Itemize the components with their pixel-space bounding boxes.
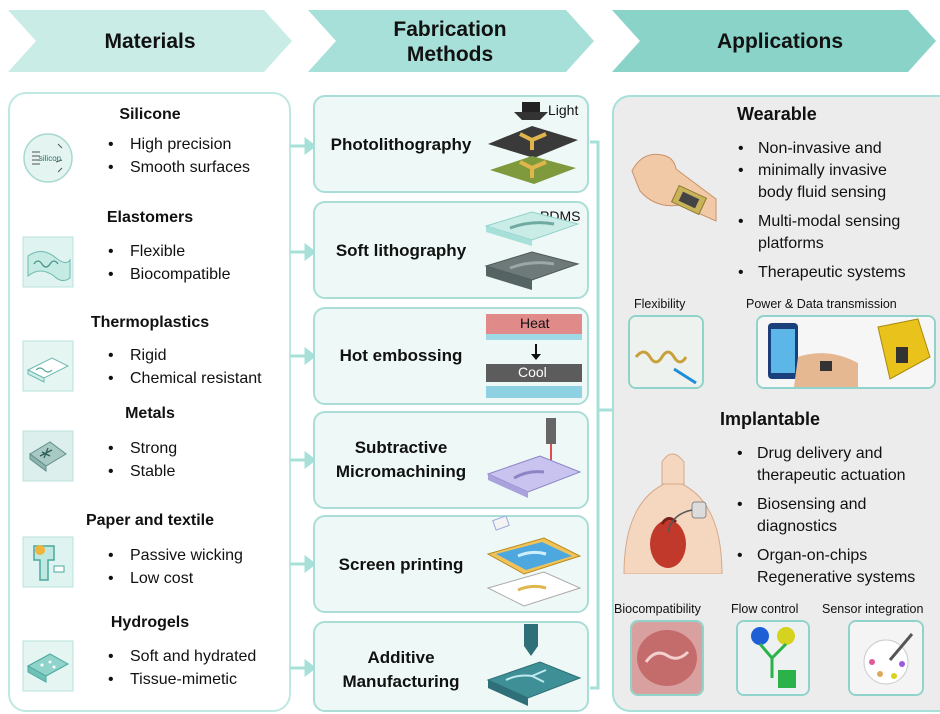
micromachining-illustration <box>486 418 582 498</box>
method-label: Manufacturing <box>342 672 460 691</box>
material-bullet: Tissue-mimetic <box>108 669 237 691</box>
implantable-bullet-cont: Regenerative systems <box>757 569 916 586</box>
flow-control-image <box>736 620 810 696</box>
wearable-bullet-cont: body fluid sensing <box>758 184 887 201</box>
power-data-caption: Power & Data transmission <box>746 297 897 311</box>
hydrogel-block-icon <box>22 640 74 692</box>
material-bullet: Stable <box>108 461 176 483</box>
sensor-integration-caption: Sensor integration <box>822 602 924 616</box>
method-tag-cool: Cool <box>518 364 547 380</box>
implantable-bullet-cont: diagnostics <box>757 518 838 535</box>
implantable-bullet: Organ-on-chips <box>737 545 867 567</box>
paper-device-icon <box>22 536 74 588</box>
material-bullet: Smooth surfaces <box>108 157 250 179</box>
material-bullet: Soft and hydrated <box>108 646 256 668</box>
material-title: Paper and textile <box>85 512 215 529</box>
fabrication-header-chevron <box>308 10 594 72</box>
wearable-bullet-cont: platforms <box>758 235 824 252</box>
method-label: Screen printing <box>338 555 464 574</box>
photolithography-illustration <box>488 102 578 184</box>
material-bullet: Biocompatible <box>108 264 230 286</box>
silicon-icon-text: silicon <box>39 154 61 163</box>
material-bullet: Strong <box>108 438 177 460</box>
flexible-sheet-icon <box>22 236 74 288</box>
applications-header-chevron <box>612 10 936 72</box>
fabrication-header-line2: Methods <box>406 43 494 66</box>
method-label: Additive <box>367 648 435 667</box>
wearable-bullet-cont: minimally invasive <box>738 160 887 182</box>
material-method-arrows <box>290 137 316 677</box>
material-title: Hydrogels <box>110 614 190 631</box>
material-bullet: High precision <box>108 134 231 156</box>
material-bullet: Rigid <box>108 345 167 367</box>
flexibility-image <box>628 315 704 389</box>
materials-header: Materials <box>104 30 196 53</box>
sensor-integration-image <box>848 620 924 696</box>
method-tag-heat: Heat <box>520 315 550 331</box>
plastic-chip-icon <box>22 340 74 392</box>
material-title: Elastomers <box>106 209 194 226</box>
wearable-bullet: Therapeutic systems <box>738 262 906 284</box>
material-bullet: Flexible <box>108 241 185 263</box>
flow-control-caption: Flow control <box>731 602 799 616</box>
flexibility-caption: Flexibility <box>634 297 686 311</box>
method-label: Micromachining <box>335 462 467 481</box>
wearable-bullet: Multi-modal sensing <box>738 211 900 233</box>
implant-torso-icon <box>623 453 723 574</box>
applications-header: Applications <box>716 30 843 53</box>
wearable-bullet: Non-invasive and <box>738 138 882 160</box>
material-title: Silicone <box>119 106 181 123</box>
method-tag: Light <box>548 102 579 118</box>
implantable-bullet: Drug delivery and <box>737 443 882 465</box>
method-label: Subtractive <box>354 438 448 457</box>
implantable-bullet-cont: therapeutic actuation <box>757 467 906 484</box>
material-bullet: Low cost <box>108 568 193 590</box>
method-application-bracket <box>590 140 612 690</box>
fabrication-header-line1: Fabrication <box>393 18 507 41</box>
screen-printing-illustration <box>486 516 582 607</box>
soft-lithography-illustration <box>484 211 580 290</box>
method-label: Hot embossing <box>339 346 463 365</box>
wrist-device-icon <box>631 153 717 222</box>
materials-header-chevron <box>8 10 292 72</box>
wearable-title: Wearable <box>737 104 817 124</box>
material-title: Metals <box>125 405 175 422</box>
hot-embossing-illustration <box>486 314 582 398</box>
power-data-image <box>756 315 936 389</box>
silicon-wafer-icon: silicon <box>23 133 73 183</box>
additive-manufacturing-illustration <box>486 624 582 706</box>
materials-panel <box>8 92 291 712</box>
material-bullet: Passive wicking <box>108 545 243 567</box>
metal-plate-icon <box>22 430 74 482</box>
method-label: Photolithography <box>330 135 472 154</box>
biocompatibility-caption: Biocompatibility <box>614 602 701 616</box>
implantable-title: Implantable <box>720 409 821 429</box>
material-title: Thermoplastics <box>90 314 210 331</box>
header-chevrons <box>8 10 936 72</box>
material-bullet: Chemical resistant <box>108 368 262 390</box>
method-label: Soft lithography <box>335 241 467 260</box>
implantable-bullet: Biosensing and <box>737 494 866 516</box>
biocompatibility-image <box>630 620 704 696</box>
